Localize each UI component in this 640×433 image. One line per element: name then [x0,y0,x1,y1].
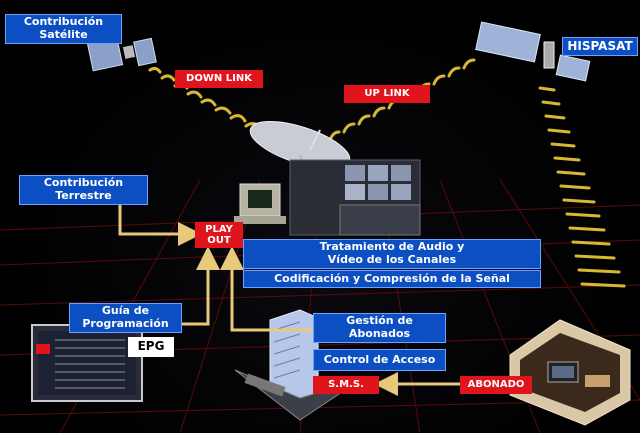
studio-equipment-icon [234,159,421,236]
label-contribucion-satelite: Contribución Satélite [5,14,122,44]
arrow-guia-to-playout [182,246,220,326]
label-tratamiento: Tratamiento de Audio y Vídeo de los Cana… [243,239,541,269]
television-icon [31,324,143,402]
label-epg: EPG [128,337,174,357]
house-icon [509,319,631,426]
label-sms: S.M.S. [313,376,379,394]
satellite-right-icon [475,21,591,82]
label-hispasat: HISPASAT [562,37,638,56]
label-guia-programacion: Guía de Programación [69,303,182,333]
label-up-link: UP LINK [344,85,430,103]
label-abonado: ABONADO [460,376,532,394]
server-rack-icon [234,309,361,421]
arrow-terrestre-to-playout [118,205,202,246]
label-down-link: DOWN LINK [175,70,263,88]
label-codificacion: Codificación y Compresión de la Señal [243,270,541,288]
label-control-acceso: Control de Acceso [313,349,446,371]
label-contribucion-terrestre: Contribución Terrestre [19,175,148,205]
label-gestion-abonados: Gestión de Abonados [313,313,446,343]
arrow-gestion-to-playout [220,246,313,332]
label-play-out: PLAY OUT [195,222,243,248]
